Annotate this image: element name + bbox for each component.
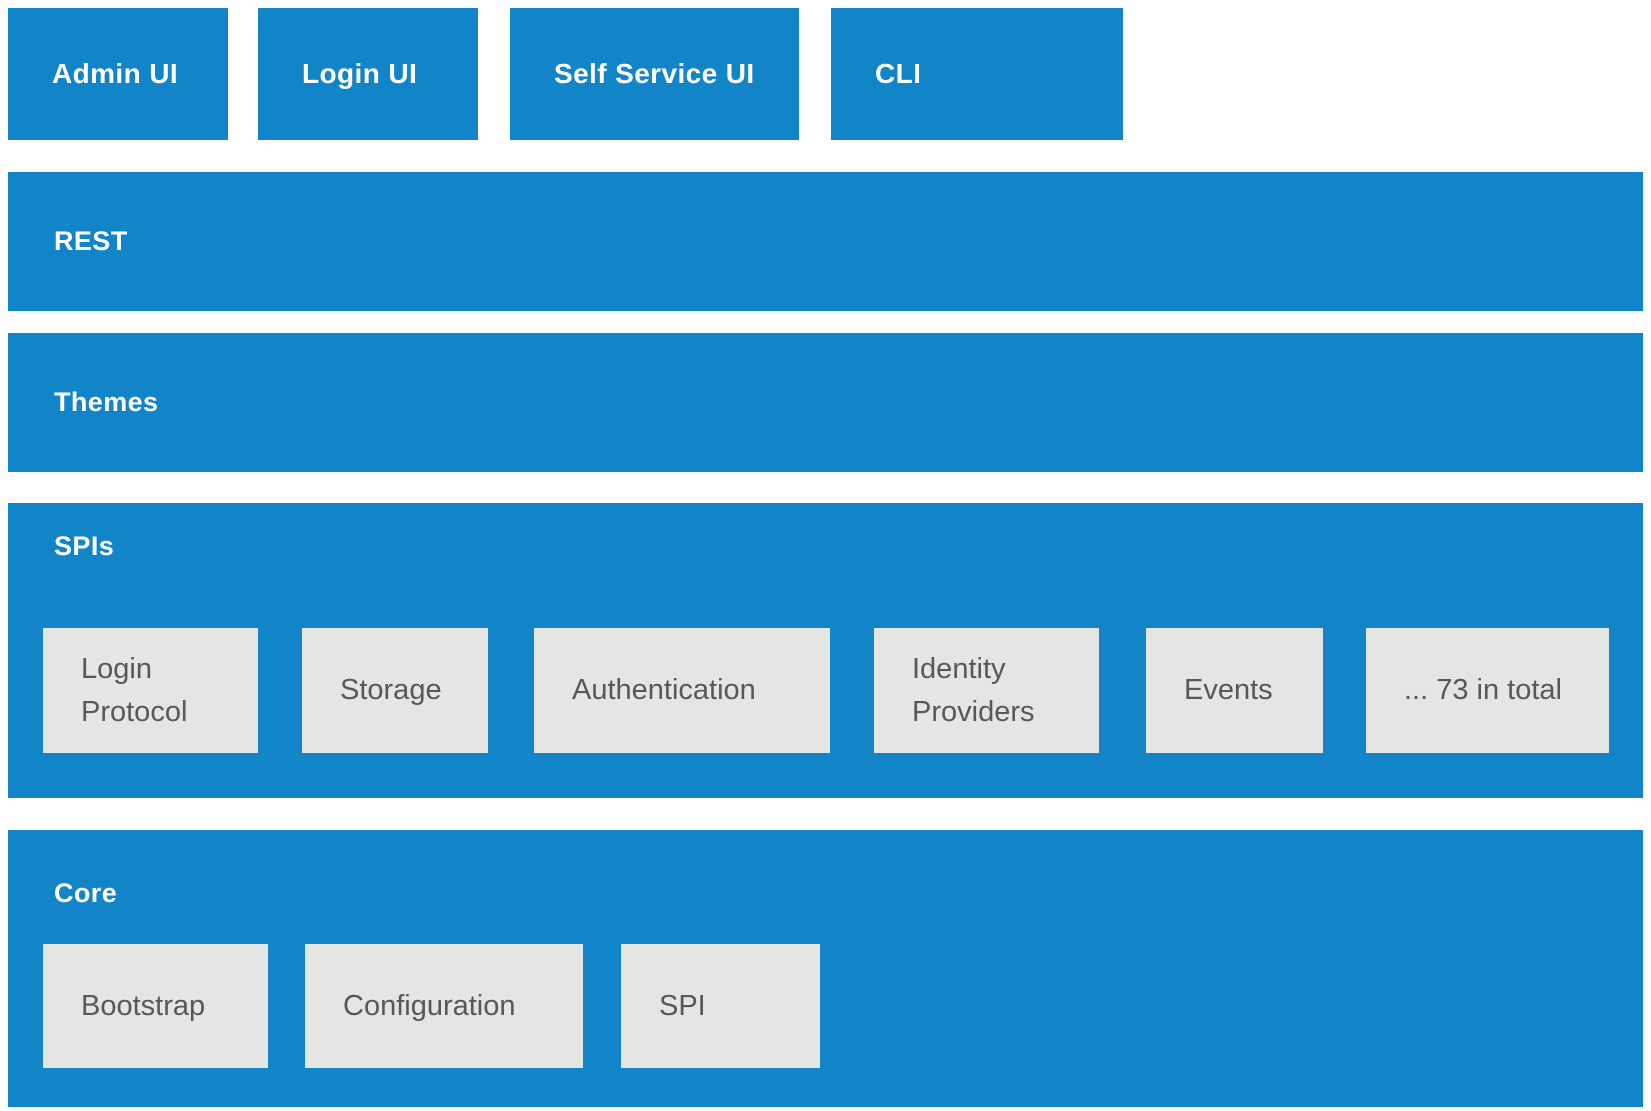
spi-box-identity-providers-label: Identity Providers xyxy=(912,652,1035,728)
spi-box-events: Events xyxy=(1146,628,1323,753)
layer-themes: Themes xyxy=(8,333,1643,472)
layer-rest-label: REST xyxy=(54,226,128,256)
layer-spis-label: SPIs xyxy=(54,531,115,561)
core-box-bootstrap-label: Bootstrap xyxy=(81,989,206,1022)
spi-box-authentication: Authentication xyxy=(534,628,830,753)
core-box-spi: SPI xyxy=(621,944,820,1068)
box-cli-label: CLI xyxy=(875,58,922,89)
layer-core-label: Core xyxy=(54,878,118,908)
box-login-ui: Login UI xyxy=(258,8,478,140)
core-box-bootstrap: Bootstrap xyxy=(43,944,268,1068)
spi-box-identity-providers: Identity Providers xyxy=(874,628,1099,753)
box-self-service-ui: Self Service UI xyxy=(510,8,799,140)
core-box-spi-label: SPI xyxy=(659,989,706,1022)
core-box-configuration-label: Configuration xyxy=(343,989,516,1022)
layer-themes-label: Themes xyxy=(54,387,159,417)
spi-box-events-label: Events xyxy=(1184,674,1273,707)
spi-box-storage-label: Storage xyxy=(340,674,442,707)
spi-box-total-count-label: ... 73 in total xyxy=(1404,674,1562,707)
layer-core: Core Bootstrap Configuration SPI xyxy=(8,830,1643,1107)
spi-box-storage: Storage xyxy=(302,628,488,753)
box-self-service-ui-label: Self Service UI xyxy=(554,58,755,89)
box-cli: CLI xyxy=(831,8,1123,140)
layer-spis: SPIs Login Protocol Storage Authenticati… xyxy=(8,503,1643,798)
spi-box-login-protocol: Login Protocol xyxy=(43,628,258,753)
spi-box-login-protocol-label: Login Protocol xyxy=(81,652,188,728)
box-login-ui-label: Login UI xyxy=(302,58,418,89)
box-admin-ui-label: Admin UI xyxy=(52,58,179,89)
spi-box-total-count: ... 73 in total xyxy=(1366,628,1609,753)
core-box-configuration: Configuration xyxy=(305,944,583,1068)
layer-rest: REST xyxy=(8,172,1643,311)
box-admin-ui: Admin UI xyxy=(8,8,228,140)
spi-box-authentication-label: Authentication xyxy=(572,674,756,707)
